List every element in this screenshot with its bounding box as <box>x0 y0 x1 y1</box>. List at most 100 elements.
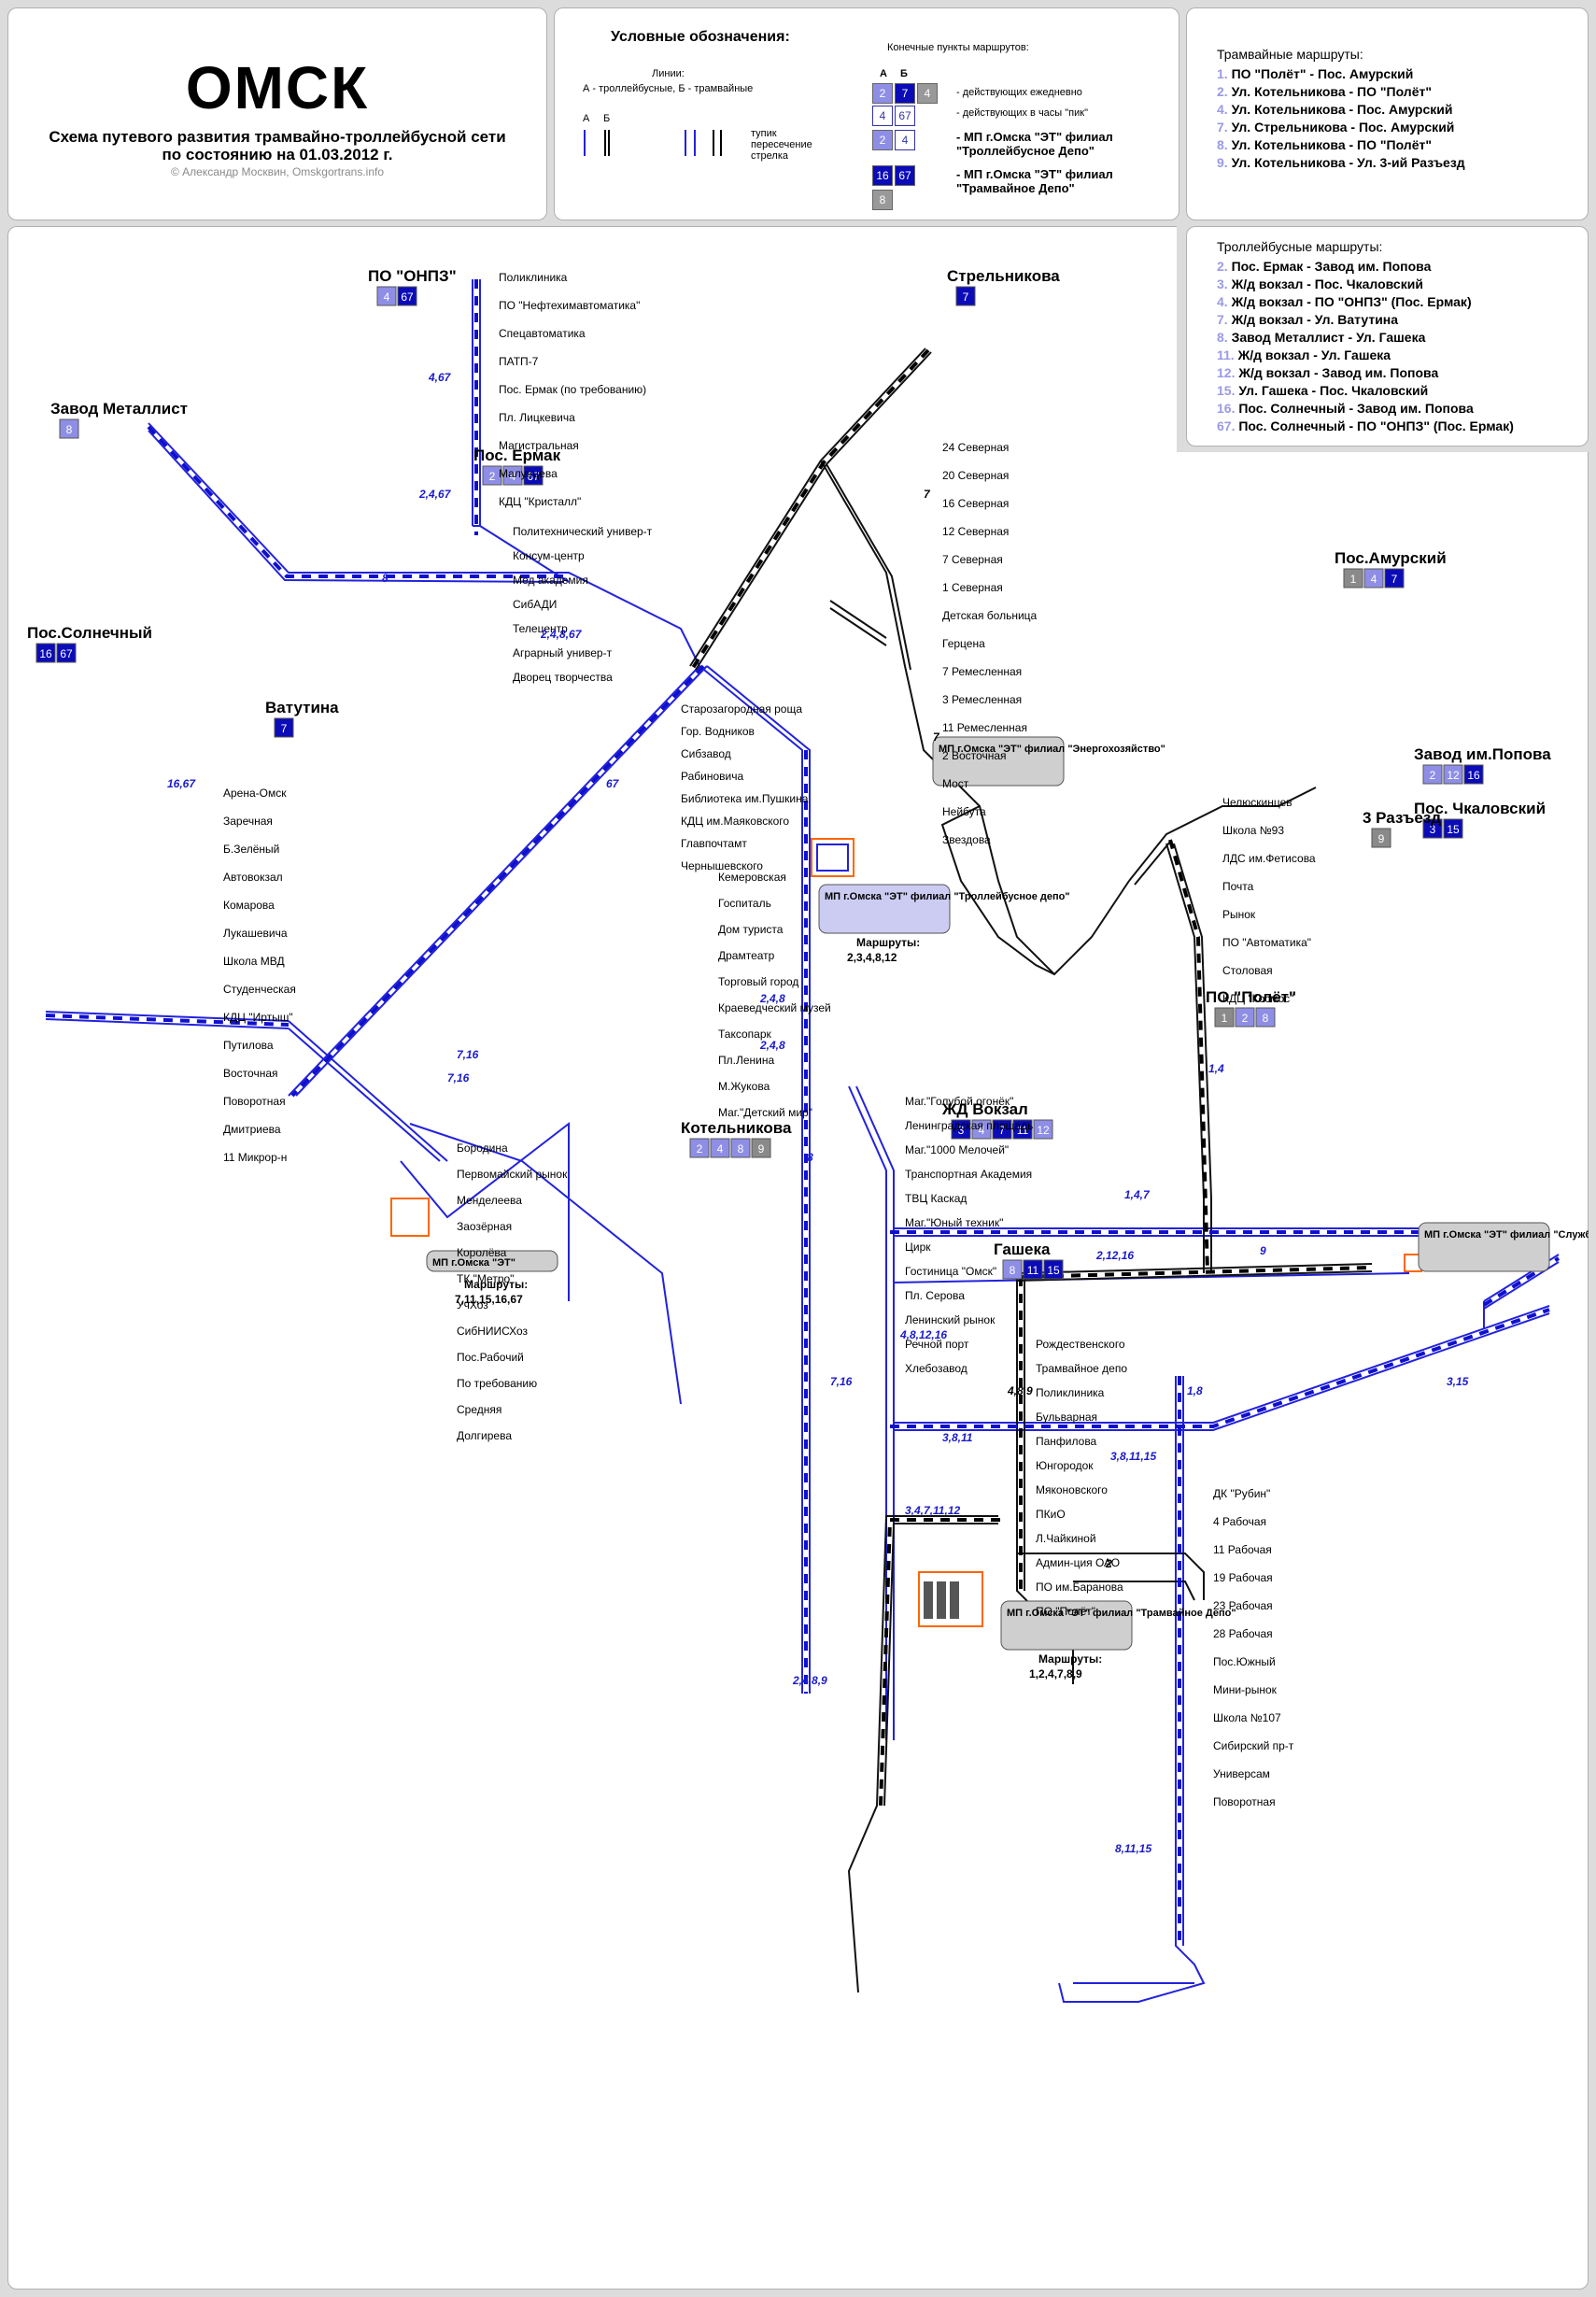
route-badge <box>751 1138 771 1158</box>
tram-route-item: 4. Ул. Котельникова - Пос. Амурский <box>1217 101 1588 119</box>
stop-label: Гор. Водников <box>681 725 755 738</box>
stop-label: Панфилова <box>1036 1435 1097 1448</box>
stop-label: Пос.Южный <box>1213 1655 1276 1668</box>
col-b: Б <box>603 113 611 124</box>
stop-label: Почта <box>1222 880 1254 893</box>
stop-label: Бульварная <box>1036 1411 1097 1424</box>
stop-label: КДЦ "Кристалл" <box>499 495 581 508</box>
route-badge-label: 7 <box>999 1124 1006 1137</box>
stop-label: Детская больница <box>942 609 1038 622</box>
route-number-label: 2,4,8 <box>759 992 785 1005</box>
badge: 4 <box>895 130 915 150</box>
stop-label: Поворотная <box>223 1095 286 1108</box>
depot-routes-label: Маршруты: <box>464 1278 528 1291</box>
troll-route-item: 11. Ж/д вокзал - Ул. Гашека <box>1217 347 1588 364</box>
route-badge-label: 12 <box>1037 1124 1050 1137</box>
stop-label: 28 Рабочая <box>1213 1627 1273 1640</box>
terminal-name: Пос.Солнечный <box>27 624 152 642</box>
stop-label: ТВЦ Каскад <box>905 1192 967 1205</box>
stop-label: Кемеровская <box>718 871 786 884</box>
route-badge <box>502 465 523 486</box>
tram-routes-panel: Трамвайные маршруты: 1. ПО "Полёт" - Пос… <box>1186 7 1589 220</box>
stop-label: Арена-Омск <box>223 787 287 800</box>
route-badge <box>689 1138 710 1158</box>
route-badge-label: 8 <box>1010 1264 1016 1277</box>
terminal-name: Пос. Чкаловский <box>1414 800 1546 817</box>
route-number-label: 2,4,67 <box>418 488 452 501</box>
tram-route-item: 2. Ул. Котельникова - ПО "Полёт" <box>1217 83 1588 101</box>
stop-label: М.Жукова <box>718 1080 770 1093</box>
route-badge <box>955 286 976 306</box>
stop-label: Поворотная <box>1213 1795 1276 1808</box>
badge: 7 <box>895 83 915 104</box>
route-badge-label: 2 <box>489 470 496 483</box>
route-badge-label: 11 <box>1017 1124 1029 1137</box>
route-badge <box>730 1138 751 1158</box>
stop-label: Автовокзал <box>223 871 283 884</box>
stop-label: Пл. Серова <box>905 1289 965 1302</box>
route-badge <box>1043 1259 1064 1280</box>
switch-label: стрелка <box>751 150 788 162</box>
terminal-name: Ватутина <box>265 699 339 716</box>
stop-label: Цирк <box>905 1241 931 1254</box>
badge: 67 <box>895 106 915 126</box>
tram-route-text: Ул. Котельникова - ПО "Полёт" <box>1231 84 1432 99</box>
stop-label: Маг."Юный техник" <box>905 1216 1003 1229</box>
stop-label: ПАТП-7 <box>499 355 539 368</box>
depot-name: МП г.Омска "ЭТ" <box>432 1257 516 1269</box>
tram-route-num: 8. <box>1217 137 1232 152</box>
troll-route-num: 3. <box>1217 276 1232 291</box>
troll-route-num: 4. <box>1217 294 1232 309</box>
troll-route-text: Пос. Ермак - Завод им. Попова <box>1231 259 1432 274</box>
stop-label: УчХоз <box>457 1298 488 1312</box>
terminals-title: Конечные пункты маршрутов: <box>887 42 1029 53</box>
route-badge-label: 4 <box>979 1124 985 1137</box>
route-badge <box>1033 1119 1053 1140</box>
stop-label: Пл.Ленина <box>718 1054 774 1067</box>
tram-route-text: Ул. Котельникова - Пос. Амурский <box>1231 102 1453 117</box>
stop-label: Старозагородная роща <box>681 702 802 716</box>
stop-label: Магистральная <box>499 439 579 452</box>
stop-label: Госпиталь <box>718 897 771 910</box>
stop-label: Путилова <box>223 1039 274 1052</box>
line-legend-icon <box>584 130 722 156</box>
route-badge <box>710 1138 730 1158</box>
troll-route-text: Ж/д вокзал - ПО "ОНПЗ" (Пос. Ермак) <box>1231 294 1472 309</box>
daily-label: - действующих ежедневно <box>956 87 1082 98</box>
stop-label: ДК "Рубин" <box>1213 1487 1270 1500</box>
tram-depot-label: - МП г.Омска "ЭТ" филиал "Трамвайное Деп… <box>956 167 1113 195</box>
tram-route-text: Ул. Котельникова - ПО "Полёт" <box>1231 137 1432 152</box>
stop-label: Студенческая <box>223 983 296 996</box>
terminal-name: Пос. Ермак <box>473 447 561 464</box>
troll-route-num: 2. <box>1217 259 1232 274</box>
stop-label: Менделеева <box>457 1194 522 1207</box>
route-badge <box>376 286 397 306</box>
route-badge <box>523 465 544 486</box>
stop-label: СибАДИ <box>513 598 557 611</box>
stop-label: Заречная <box>223 815 273 828</box>
terminal-name: ПО "Полёт" <box>1206 988 1296 1006</box>
deadend-label: тупик <box>751 128 777 139</box>
route-number-label: 4,67 <box>428 371 452 384</box>
stop-label: Трамвайное депо <box>1036 1362 1127 1375</box>
route-badge-label: 7 <box>281 722 288 735</box>
stop-label: Драмтеатр <box>718 949 775 962</box>
route-badge-label: 8 <box>66 423 73 436</box>
stop-label: Мини-рынок <box>1213 1683 1278 1696</box>
terminal-name: Стрельникова <box>947 267 1060 285</box>
troll-route-item: 12. Ж/д вокзал - Завод им. Попова <box>1217 364 1588 382</box>
stop-label: СибНИИСХоз <box>457 1325 529 1338</box>
troll-route-num: 15. <box>1217 383 1239 398</box>
stop-label: Рабиновича <box>681 770 743 783</box>
troll-route-num: 7. <box>1217 312 1232 327</box>
route-badge <box>1443 818 1463 839</box>
stop-label: 16 Северная <box>942 497 1009 510</box>
troll-route-text: Пос. Солнечный - ПО "ОНПЗ" (Пос. Ермак) <box>1238 418 1514 433</box>
stop-label: КДЦ "Космос" <box>1222 992 1293 1005</box>
route-badge-label: 4 <box>1371 573 1377 586</box>
legend-col-a: А <box>880 68 887 79</box>
badge: 4 <box>917 83 938 104</box>
